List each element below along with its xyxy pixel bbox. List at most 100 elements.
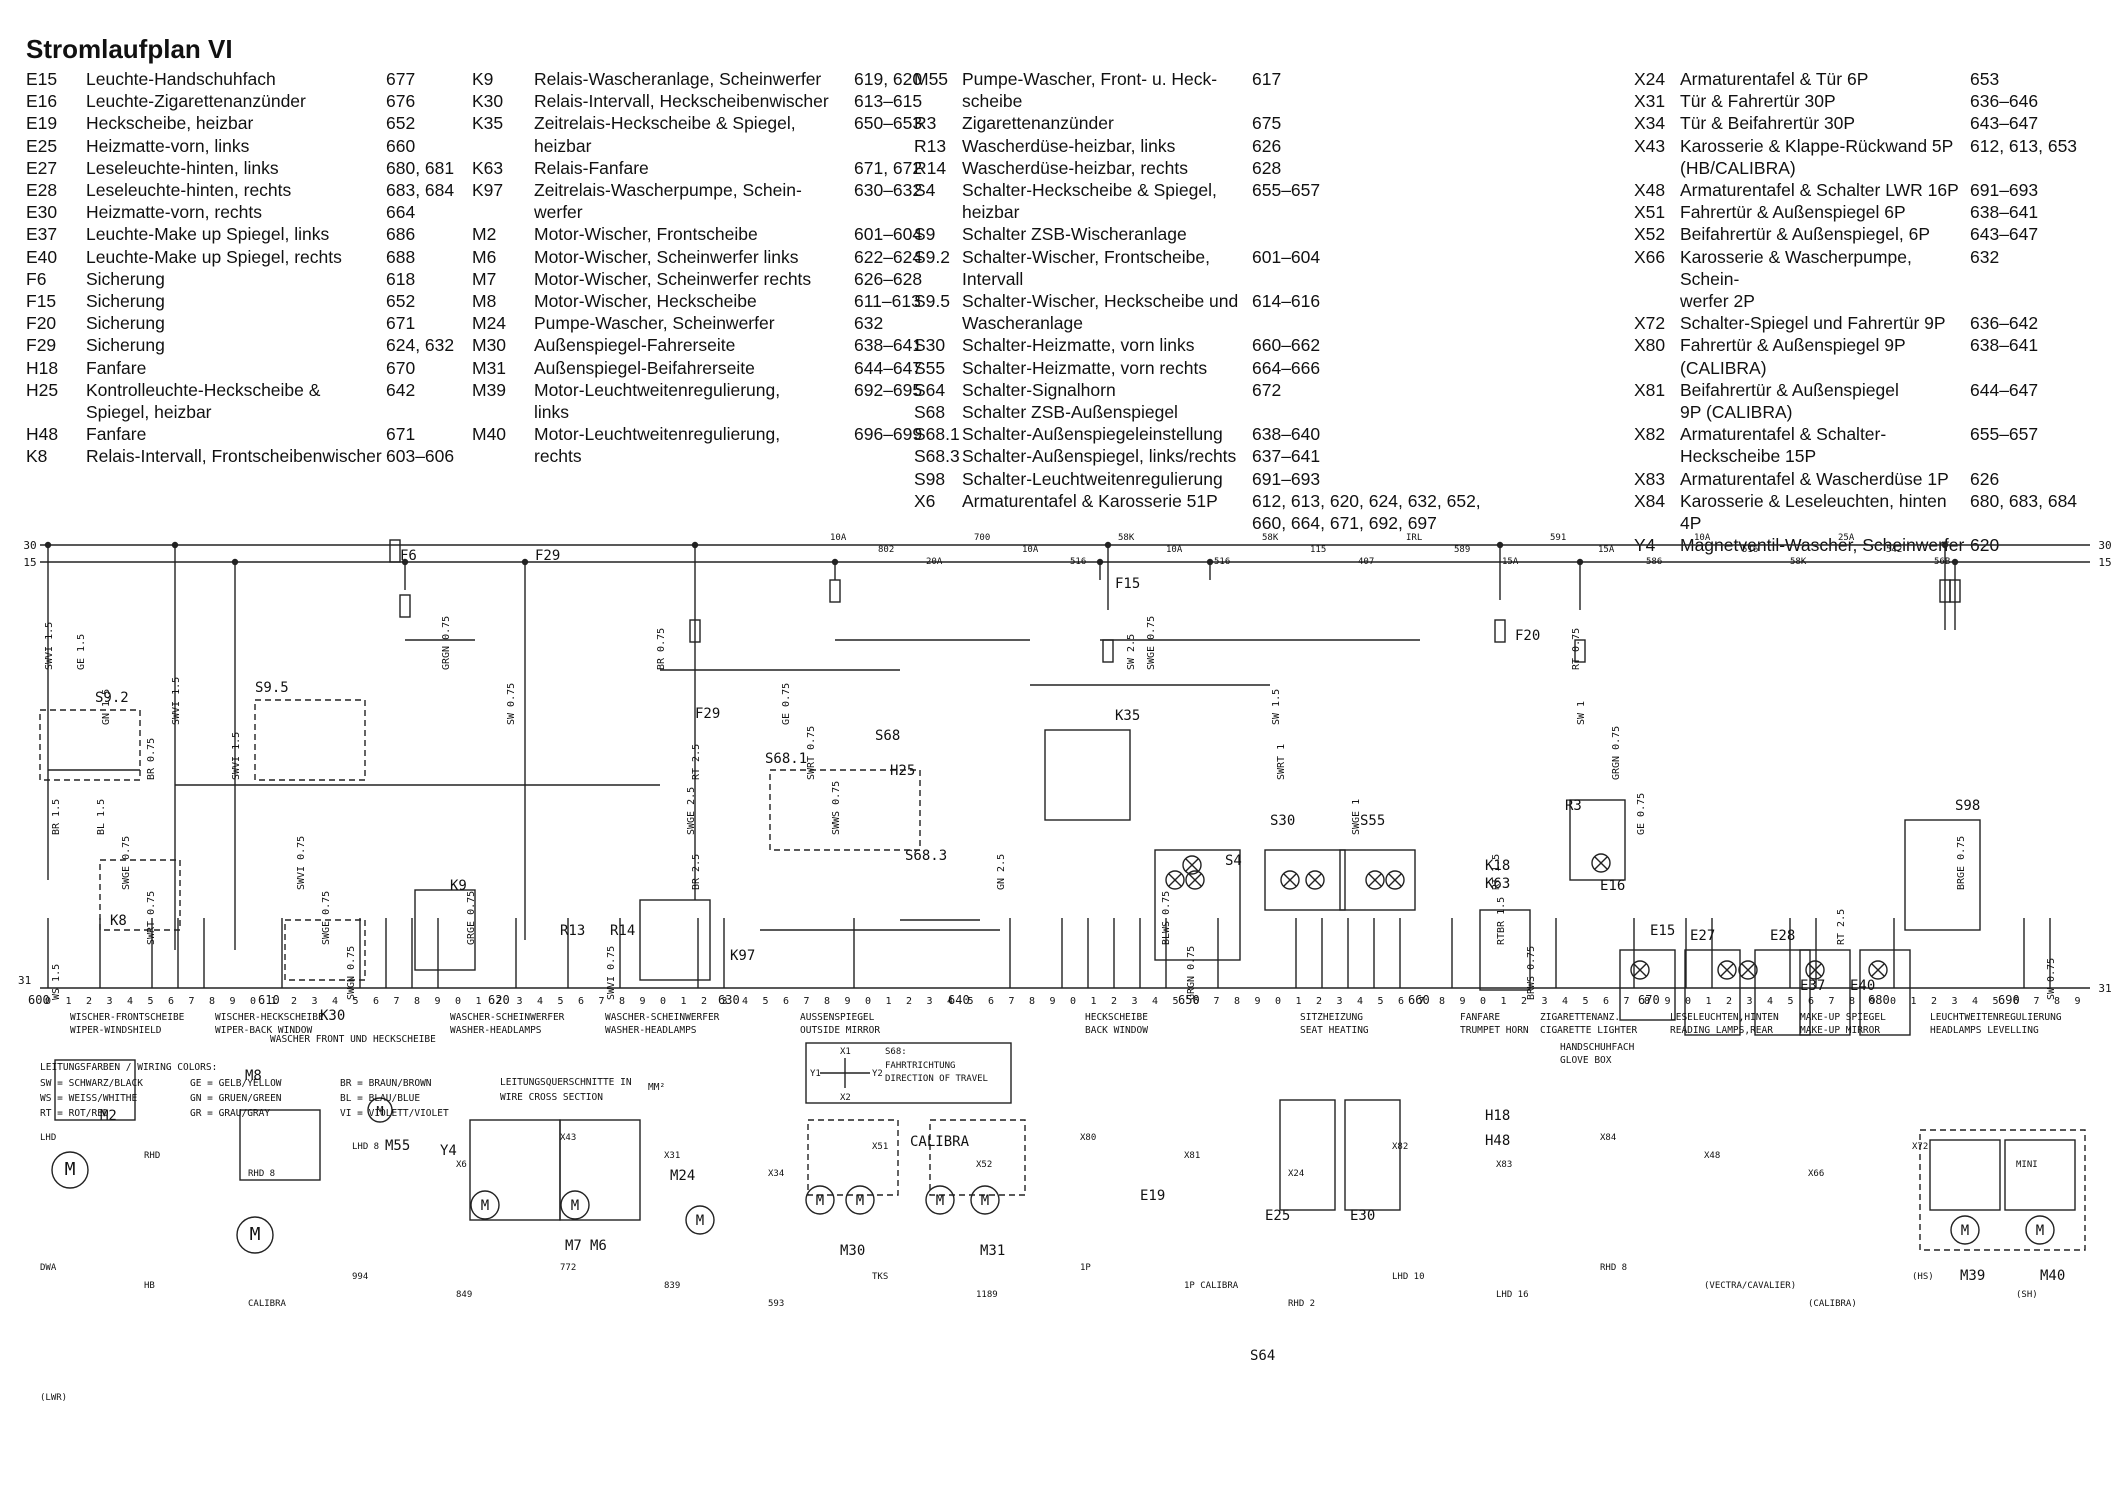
legend-desc: Sicherung xyxy=(86,290,386,312)
legend-pages: 637–641 xyxy=(1252,445,1320,467)
component-box xyxy=(1265,850,1345,910)
legend-pages: 626 xyxy=(1252,135,1281,157)
legend-code: S30 xyxy=(914,334,962,356)
component-label: S68.3 xyxy=(905,848,947,864)
direction-y2: Y2 xyxy=(872,1069,883,1079)
component-label: H48 xyxy=(1485,1133,1510,1149)
grid-digit: 4 xyxy=(742,996,748,1007)
legend-pages: 688 xyxy=(386,246,415,268)
legend-desc: Schalter-Wischer, Heckscheibe und xyxy=(962,290,1252,312)
wire-label: WS 1.5 xyxy=(51,964,62,1000)
component-label: S98 xyxy=(1955,798,1980,814)
legend-item: X52Beifahrertür & Außenspiegel, 6P643–64… xyxy=(1634,223,2077,245)
wire-label: GE 1.5 xyxy=(76,634,87,670)
direction-line1: FAHRTRICHTUNG xyxy=(885,1061,955,1071)
legend-pages: 638–641 xyxy=(1970,334,2038,356)
legend-item: rechts xyxy=(472,445,922,467)
legend-code: K8 xyxy=(26,445,86,467)
legend-code xyxy=(472,445,534,467)
grid-digit: 0 xyxy=(45,996,51,1007)
wire-color-key: GN = GRUEN/GREEN xyxy=(190,1093,282,1104)
legend-pages: 675 xyxy=(1252,112,1281,134)
connector-label: RHD 2 xyxy=(1288,1299,1315,1309)
grid-digit: 2 xyxy=(701,996,707,1007)
legend-desc: Motor-Wischer, Scheinwerfer links xyxy=(534,246,854,268)
grid-digit: 9 xyxy=(1664,996,1670,1007)
grid-digit: 3 xyxy=(311,996,317,1007)
legend-desc: Armaturentafel & Schalter LWR 16P xyxy=(1680,179,1970,201)
connector-label: X80 xyxy=(1080,1133,1096,1143)
motor-letter: M xyxy=(481,1198,489,1214)
component-box xyxy=(1920,1130,2085,1250)
legend-code: E30 xyxy=(26,201,86,223)
section-label-en: TRUMPET HORN xyxy=(1460,1025,1529,1036)
legend-item: Spiegel, heizbar xyxy=(26,401,454,423)
legend-code xyxy=(472,401,534,423)
grid-digit: 8 xyxy=(824,996,830,1007)
rail-label: 31 xyxy=(18,974,31,987)
grid-digit: 5 xyxy=(967,996,973,1007)
grid-digit: 9 xyxy=(1049,996,1055,1007)
grid-digit: 9 xyxy=(1254,996,1260,1007)
connector-label: RHD xyxy=(144,1151,160,1161)
grid-digit: 8 xyxy=(2054,996,2060,1007)
legend-pages: 612, 613, 653 xyxy=(1970,135,2077,157)
legend-code: S4 xyxy=(914,179,962,201)
section-label-en: CIGARETTE LIGHTER xyxy=(1540,1025,1638,1036)
motor-letter: M xyxy=(1961,1223,1969,1239)
legend-item: werfer 2P xyxy=(1634,290,2077,312)
legend-code: E25 xyxy=(26,135,86,157)
legend-item: S4Schalter-Heckscheibe & Spiegel,655–657 xyxy=(914,179,1481,201)
legend-item: H18Fanfare670 xyxy=(26,357,454,379)
legend-pages: 686 xyxy=(386,223,415,245)
legend-code: X51 xyxy=(1634,201,1680,223)
fuse-symbol xyxy=(400,595,410,617)
grid-digit: 2 xyxy=(1111,996,1117,1007)
legend-item: X82Armaturentafel & Schalter-655–657 xyxy=(1634,423,2077,445)
legend-desc: (HB/CALIBRA) xyxy=(1680,157,1970,179)
grid-digit: 4 xyxy=(1562,996,1568,1007)
fuse-label: 407 xyxy=(1358,557,1374,567)
legend-desc: Schalter-Heckscheibe & Spiegel, xyxy=(962,179,1252,201)
junction-dot xyxy=(1953,560,1958,565)
wire-color-key: WS = WEISS/WHITHE xyxy=(40,1093,138,1104)
legend-code xyxy=(1634,357,1680,379)
legend-item: E30Heizmatte-vorn, rechts664 xyxy=(26,201,454,223)
legend-pages: 636–642 xyxy=(1970,312,2038,334)
grid-digit: 4 xyxy=(1767,996,1773,1007)
grid-digit: 6 xyxy=(1808,996,1814,1007)
junction-dot xyxy=(833,560,838,565)
wire-label: BR 0.75 xyxy=(656,628,667,670)
legend-code: M40 xyxy=(472,423,534,445)
legend-item: E40Leuchte-Make up Spiegel, rechts688 xyxy=(26,246,454,268)
legend-item: F15Sicherung652 xyxy=(26,290,454,312)
legend-pages: 613–615 xyxy=(854,90,922,112)
legend-code: S68 xyxy=(914,401,962,423)
legend-code: S9 xyxy=(914,223,962,245)
motor-letter: M xyxy=(936,1193,944,1209)
grid-digit: 1 xyxy=(1500,996,1506,1007)
wire-label: SWGE 0.75 xyxy=(121,836,132,890)
grid-digit: 9 xyxy=(229,996,235,1007)
grid-digit: 3 xyxy=(516,996,522,1007)
fuse-label: 58K xyxy=(1262,533,1279,543)
legend-item: X81Beifahrertür & Außenspiegel644–647 xyxy=(1634,379,2077,401)
component-box xyxy=(1345,1100,1400,1210)
fuse-symbol xyxy=(830,580,840,602)
connector-label: MINI xyxy=(2016,1160,2038,1170)
component-label: F6 xyxy=(400,548,417,564)
legend-code xyxy=(914,201,962,223)
legend-desc: (CALIBRA) xyxy=(1680,357,1970,379)
legend-pages: 670 xyxy=(386,357,415,379)
direction-x1: X1 xyxy=(840,1047,851,1057)
legend-pages: 632 xyxy=(1970,246,1999,290)
legend-item: K63Relais-Fanfare671, 672 xyxy=(472,157,922,179)
grid-digit: 3 xyxy=(1541,996,1547,1007)
grid-digit: 5 xyxy=(147,996,153,1007)
wire-label: GRGN 0.75 xyxy=(1186,946,1197,1000)
motor-letter: M xyxy=(250,1224,261,1245)
wire-label: GRGN 0.75 xyxy=(441,616,452,670)
grid-digit: 2 xyxy=(1726,996,1732,1007)
grid-digit: 9 xyxy=(1869,996,1875,1007)
junction-dot xyxy=(1098,560,1103,565)
